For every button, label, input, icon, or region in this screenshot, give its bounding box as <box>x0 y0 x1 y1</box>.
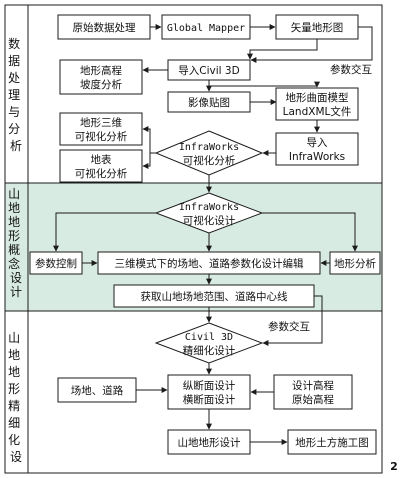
node-surface-vis-line1: 地表 <box>91 153 112 166</box>
section-label-fine-char-5: 精 <box>8 399 20 413</box>
note-param-interact-bottom: 参数交互 <box>268 320 310 333</box>
node-raw-data-box <box>57 14 151 40</box>
node-profile-line1: 纵断面设计 <box>183 379 236 392</box>
edge-c3d-to-surface <box>208 80 320 88</box>
edge-design-to-control <box>53 212 156 252</box>
section-label-concept-char-7: 设 <box>10 271 22 285</box>
node-import-civil3d: 导入Civil 3D <box>178 65 239 77</box>
section-label-data-char-6: 分 <box>8 122 20 136</box>
node-terrain-elev-line2: 坡度分析 <box>80 78 122 91</box>
node-profile-box <box>167 374 251 410</box>
node-import-iw-line1: 导入 <box>307 137 328 149</box>
node-vector-map: 矢量地形图 <box>291 21 344 34</box>
node-earthwork: 地形土方施工图 <box>295 436 369 449</box>
section-label-data-char-4: 理 <box>8 88 20 102</box>
section-label-fine-char-4: 形 <box>8 382 20 396</box>
edge-iw-to-surface <box>142 152 156 169</box>
node-import-iw-line2: InfraWorks <box>289 151 345 163</box>
node-vector-map-box <box>275 14 359 40</box>
node-iw-design-line1: InfraWorks <box>179 202 239 213</box>
node-surface-model-line2: LandXML文件 <box>283 105 352 118</box>
node-terrain-analysis: 地形分析 <box>334 257 376 270</box>
edge-param-interact-bottom <box>262 295 323 346</box>
node-get-site: 获取山地场地范围、道路中心线 <box>141 290 288 303</box>
node-elev-line1: 设计高程 <box>292 379 334 392</box>
node-surface-vis-box <box>59 149 143 183</box>
node-image-map: 影像贴图 <box>188 96 230 109</box>
node-site-road: 场地、道路 <box>71 384 124 397</box>
node-surface-model-box <box>275 87 359 121</box>
section-label-fine-char-8: 设 <box>10 450 22 464</box>
node-elev-line2: 原始高程 <box>292 393 334 406</box>
node-iw-design-line2: 可视化设计 <box>183 214 236 227</box>
node-profile-line2: 横断面设计 <box>183 393 236 406</box>
section-label-fine: 山 地 地 形 精 细 化 设 <box>8 331 24 464</box>
page-number: 2 <box>390 460 398 473</box>
section-label-data-char-7: 析 <box>10 139 22 153</box>
section-label-fine-char-6: 细 <box>8 416 20 430</box>
section-label-concept: 山 地 地 形 概 念 设 <box>8 187 24 285</box>
node-terrain3d-box <box>59 112 143 146</box>
node-earthwork-box <box>287 429 377 455</box>
section-label-fine-char-7: 化 <box>8 433 20 447</box>
node-surface-model-line1: 地形曲面模型 <box>286 91 349 104</box>
node-global-mapper-box <box>161 14 251 40</box>
node-iw-analysis-line2: 可视化分析 <box>183 154 236 167</box>
node-c3d-fine-line2: 精细化设计 <box>183 344 236 357</box>
node-mountain-design: 山地地形设计 <box>178 436 241 449</box>
node-elev-box <box>273 374 353 410</box>
note-param-interact-top: 参数交互 <box>330 63 372 76</box>
edge-design-to-analysis <box>262 212 358 252</box>
node-terrain3d-line2: 可视化分析 <box>75 130 128 143</box>
section-label-concept-char-6: 念 <box>8 256 20 271</box>
node-terrain3d-line1: 地形三维 <box>80 116 122 129</box>
node-mountain-design-box <box>167 429 251 455</box>
section-label-fine-char-1: 山 <box>8 331 20 345</box>
section-label-data-char-1: 数 <box>8 36 20 51</box>
section-label-concept-char-8: 计 <box>10 285 22 299</box>
section-label-concept-end: 计 <box>10 285 22 299</box>
section-label-concept-char-5: 概 <box>8 243 20 257</box>
node-import-iw-box <box>275 132 359 166</box>
section-label-fine-char-3: 地 <box>8 365 20 379</box>
section-label-data: 数 据 处 理 与 分 析 <box>8 36 24 153</box>
section-label-concept-char-3: 地 <box>8 215 20 229</box>
section-label-fine-char-2: 地 <box>8 348 20 362</box>
node-iw-analysis-line1: InfraWorks <box>179 142 239 153</box>
section-label-data-char-5: 与 <box>8 105 20 119</box>
node-terrain-elev-line1: 地形高程 <box>80 64 122 77</box>
node-surface-vis-line2: 可视化分析 <box>75 167 128 180</box>
node-param-edit: 三维模式下的场地、道路参数化设计编辑 <box>115 257 304 270</box>
node-param-control: 参数控制 <box>35 257 77 270</box>
node-c3d-fine-line1: Civil 3D <box>185 332 233 343</box>
section-label-data-char-2: 据 <box>8 54 20 68</box>
section-label-concept-char-1: 山 <box>8 187 20 201</box>
node-raw-data: 原始数据处理 <box>73 21 136 34</box>
section-label-concept-char-4: 形 <box>8 229 20 243</box>
edge-vector-to-c3d <box>247 39 318 60</box>
section-label-concept-char-2: 地 <box>8 201 20 215</box>
section-label-data-char-3: 处 <box>8 71 20 85</box>
node-global-mapper: Global Mapper <box>167 23 245 34</box>
edge-param-interact-top <box>250 26 373 63</box>
node-terrain-elev-box <box>59 59 143 95</box>
